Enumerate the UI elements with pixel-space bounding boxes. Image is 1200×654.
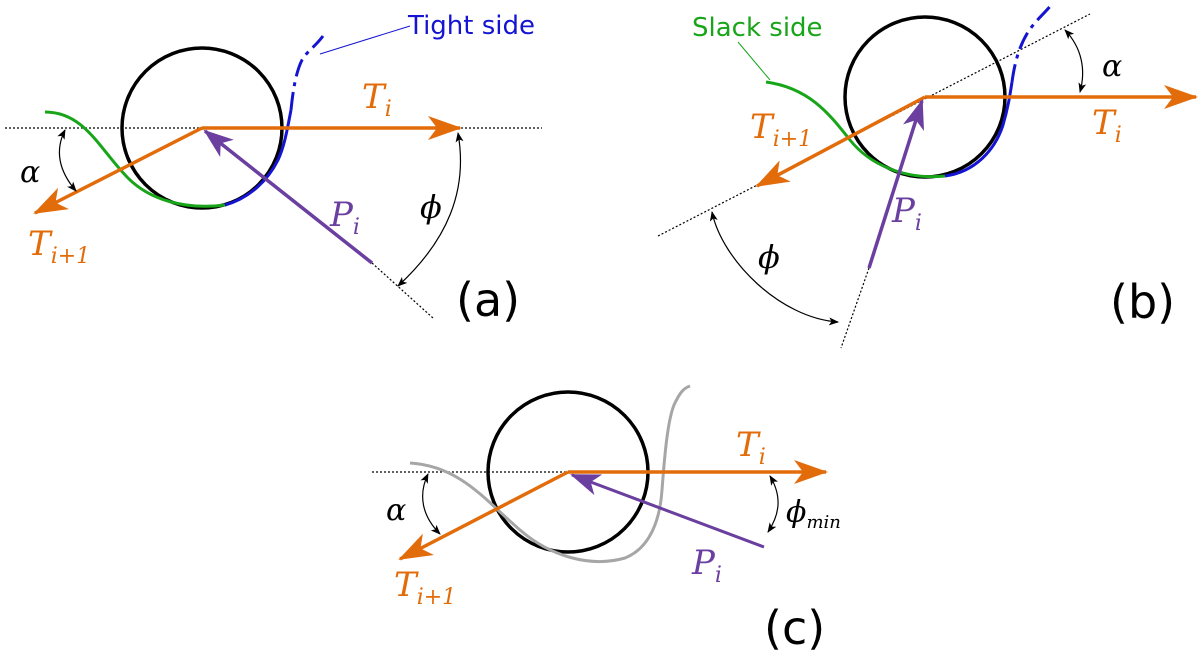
slack-belt	[44, 110, 226, 208]
ti-label: Ti	[736, 425, 766, 470]
panel-b-label: (b)	[1110, 275, 1175, 329]
ti1-label: Ti+1	[28, 224, 90, 269]
pi-label: Pi	[891, 191, 922, 236]
ti1-label: Ti+1	[394, 565, 456, 610]
tight-side-leader	[319, 25, 411, 55]
alpha-label: α	[1102, 49, 1122, 84]
phi-min-label: ϕmin	[786, 495, 841, 533]
pi-label: Pi	[329, 195, 360, 240]
tight-belt-wrap	[944, 81, 1014, 178]
phi-label: ϕ	[420, 188, 442, 226]
phi-angle-arc	[709, 211, 839, 326]
load-extension-line	[840, 267, 870, 349]
ti-label: Ti	[1092, 103, 1122, 148]
panel-a: Tight side Ti Ti+1 Pi α ϕ (a)	[5, 11, 542, 327]
slack-side-leader	[737, 41, 771, 81]
load-pi-arrow	[867, 99, 925, 269]
alpha-label: α	[20, 155, 40, 190]
ti-label: Ti	[362, 77, 392, 122]
load-pi-arrow	[203, 129, 374, 265]
tension-ti1-arrow	[398, 470, 569, 561]
load-extension-line	[371, 262, 434, 319]
tight-belt-wrap	[224, 109, 293, 207]
phi-label: ϕ	[758, 238, 780, 276]
alpha-label: α	[386, 493, 406, 528]
ti1-label: Ti+1	[750, 107, 812, 152]
alpha-angle-arc	[57, 129, 77, 192]
tight-belt-leaving	[1010, 3, 1054, 83]
angled-reference-line	[657, 13, 1091, 237]
phi-angle-arc	[397, 132, 464, 287]
panel-c: Ti Ti+1 Pi α ϕmin (c)	[372, 384, 841, 654]
panel-c-label: (c)	[764, 601, 825, 654]
slack-side-label: Slack side	[692, 13, 823, 43]
alpha-angle-arc	[1064, 29, 1087, 93]
load-pi-arrow	[570, 473, 765, 549]
alpha-angle-arc	[420, 473, 441, 535]
tight-belt-leaving	[289, 35, 325, 111]
tight-side-label: Tight side	[407, 11, 535, 41]
tension-ti1-arrow	[755, 95, 926, 188]
pi-label: Pi	[691, 543, 722, 588]
slack-belt	[765, 80, 946, 179]
panel-a-label: (a)	[456, 273, 520, 327]
phi-min-angle-arc	[767, 475, 779, 533]
tension-ti1-arrow	[33, 126, 203, 215]
panel-b: Slack side Ti Ti+1 Pi α ϕ (b)	[657, 3, 1198, 349]
